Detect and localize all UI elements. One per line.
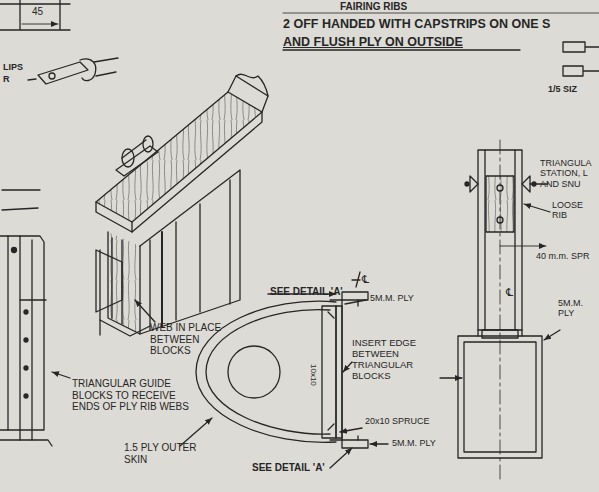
drawing-note: 5M.M. PLY (370, 293, 414, 303)
drawing-note: 40 m.m. SPR (536, 251, 590, 261)
drawing-note: 5M.M. PLY (558, 298, 596, 319)
drawing-note: 1/5 SIZ (548, 84, 577, 94)
drawing-note: ℄ (506, 286, 513, 299)
drawing-note: FAIRING RIBS (340, 1, 407, 13)
drawing-note: 5M.M. PLY (392, 438, 436, 448)
drawing-note: 1.5 PLY OUTER SKIN (124, 442, 204, 465)
drawing-note: LOOSE RIB (552, 200, 592, 221)
drawing-note: 2 OFF HANDED WITH CAPSTRIPS ON ONE S (283, 17, 550, 31)
drawing-note: ℄ (362, 273, 369, 286)
drawing-note: 10x10 (309, 364, 318, 386)
drawing-note: INSERT EDGE BETWEEN TRIANGULAR BLOCKS (352, 338, 438, 382)
drawing-note: 20x10 SPRUCE (365, 416, 430, 426)
drawing-note: SEE DETAIL 'A' (270, 286, 343, 298)
drawing-note: 45 (32, 6, 43, 18)
drawing-note: LIPS (3, 62, 23, 72)
drawing-note: WEB IN PLACE BETWEEN BLOCKS (150, 322, 230, 357)
drawing-note: SEE DETAIL 'A' (252, 462, 325, 474)
drawing-note: TRIANGULA STATION, L AND SNU (540, 158, 596, 189)
drawing-note: AND FLUSH PLY ON OUTSIDE (283, 35, 463, 49)
drawing-note: R (3, 74, 10, 84)
drawing-note: TRIANGULAR GUIDE BLOCKS TO RECEIVE ENDS … (72, 378, 190, 413)
